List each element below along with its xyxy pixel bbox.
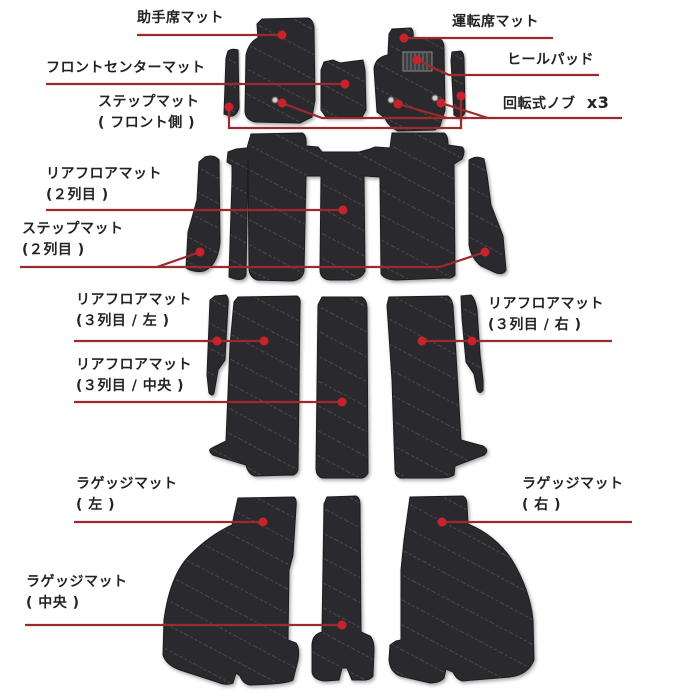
label-rotary-knob-qty: x3 <box>586 93 610 112</box>
driver-mat <box>373 27 446 132</box>
label-rear-floor-row2: リアフロアマット (２列目 ) <box>46 164 162 206</box>
label-step-mat-row2-line2: (２列目 ) <box>22 242 85 258</box>
rear-floor-mat-row3-center <box>315 296 369 479</box>
leader-rotary-knob-3 <box>440 101 489 120</box>
leader-rotary-knob-2 <box>397 102 448 120</box>
label-driver-mat: 運転席マット <box>452 12 539 33</box>
luggage-mat-right <box>388 495 535 684</box>
luggage-mat-center <box>311 495 375 682</box>
step-mat-row2-left <box>185 155 221 273</box>
label-luggage-right-line2: ( 右 ) <box>522 497 562 513</box>
label-rear-floor-row3-center: リアフロアマット (３列目 / 中央 ) <box>76 355 192 397</box>
label-rotary-knob-text: 回転式ノブ <box>503 96 576 112</box>
rotary-knob-driver-left <box>387 96 395 104</box>
leader-lines <box>20 33 632 627</box>
label-step-mat-front-line1: ステップマット <box>98 94 200 110</box>
label-rear-floor-row3-right: リアフロアマット (３列目 / 右 ) <box>488 294 604 336</box>
label-luggage-left: ラゲッジマット ( 左 ) <box>76 474 178 516</box>
label-front-center-mat: フロントセンターマット <box>46 58 206 79</box>
label-luggage-left-line2: ( 左 ) <box>76 497 116 513</box>
label-heel-pad: ヒールパッド <box>507 50 594 71</box>
label-rear-floor-row3-right-line1: リアフロアマット <box>488 296 604 312</box>
label-rear-floor-row3-left-line2: (３列目 / 左 ) <box>76 313 170 329</box>
label-step-mat-row2-line1: ステップマット <box>22 221 124 237</box>
leader-step-mat-row2-right <box>157 250 486 269</box>
label-luggage-right-line1: ラゲッジマット <box>522 476 624 492</box>
label-rear-floor-row2-line1: リアフロアマット <box>46 166 162 182</box>
front-center-mat <box>320 59 367 118</box>
label-heel-pad-text: ヒールパッド <box>507 52 594 68</box>
label-rear-floor-row3-center-line2: (３列目 / 中央 ) <box>76 378 185 394</box>
label-passenger-mat: 助手席マット <box>137 8 224 29</box>
label-passenger-mat-text: 助手席マット <box>137 10 224 26</box>
label-rear-floor-row3-left: リアフロアマット (３列目 / 左 ) <box>76 290 192 332</box>
passenger-mat <box>244 17 316 124</box>
label-rear-floor-row3-left-line1: リアフロアマット <box>76 292 192 308</box>
label-driver-mat-text: 運転席マット <box>452 14 539 30</box>
label-step-mat-front-line2: ( フロント側 ) <box>98 115 196 131</box>
label-luggage-center-line1: ラゲッジマット <box>26 574 128 590</box>
label-rear-floor-row2-line2: (２列目 ) <box>46 187 109 203</box>
rotary-knob-passenger <box>271 96 279 104</box>
label-rear-floor-row3-right-line2: (３列目 / 右 ) <box>488 317 582 333</box>
label-luggage-center-line2: ( 中央 ) <box>26 595 80 611</box>
rear-floor-mat-row3-right <box>386 295 488 479</box>
leader-heel-pad <box>416 59 599 77</box>
label-step-mat-front: ステップマット ( フロント側 ) <box>98 92 200 134</box>
label-rotary-knob: 回転式ノブ x3 <box>503 92 609 115</box>
label-luggage-right: ラゲッジマット ( 右 ) <box>522 474 624 516</box>
label-step-mat-row2: ステップマット (２列目 ) <box>22 219 124 261</box>
leader-step-mat-front <box>227 96 463 130</box>
label-front-center-mat-text: フロントセンターマット <box>46 60 206 76</box>
marker-dots <box>195 30 490 630</box>
label-luggage-left-line1: ラゲッジマット <box>76 476 178 492</box>
label-luggage-center: ラゲッジマット ( 中央 ) <box>26 572 128 614</box>
rotary-knob-driver-right <box>431 94 439 102</box>
luggage-mat-left <box>162 496 300 686</box>
leader-rotary-knob <box>281 101 622 120</box>
label-rear-floor-row3-center-line1: リアフロアマット <box>76 357 192 373</box>
